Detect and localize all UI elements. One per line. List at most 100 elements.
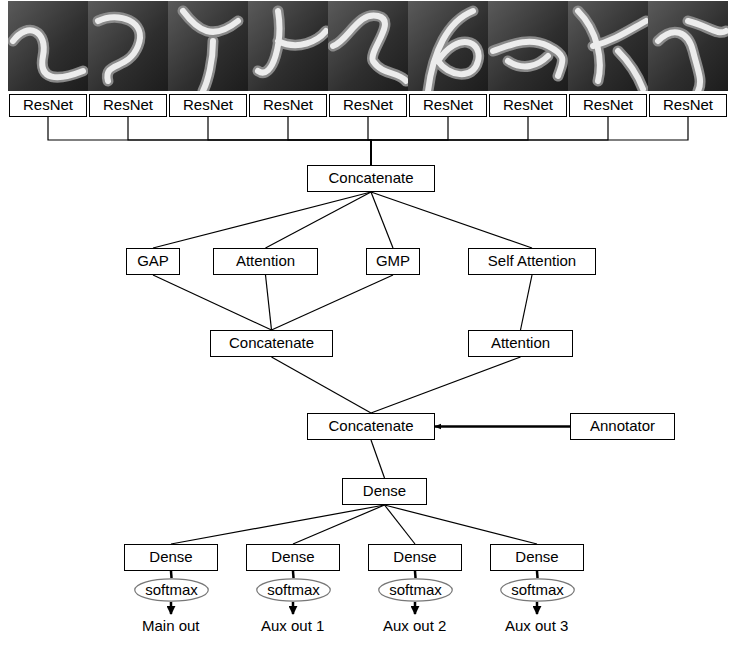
resnet-box: ResNet: [169, 94, 247, 117]
connector: [371, 117, 448, 165]
pool-box: GAP: [126, 248, 180, 275]
output-arrow: [536, 602, 539, 614]
node-label: Dense: [393, 549, 436, 566]
dense-box: Dense: [368, 544, 462, 571]
ct-slice: [488, 1, 568, 91]
resnet-box: ResNet: [9, 94, 87, 117]
connector: [171, 505, 385, 544]
node-label: Concatenate: [328, 418, 413, 435]
ct-slice: [168, 1, 248, 91]
connector: [208, 117, 371, 165]
node-label: ResNet: [423, 97, 473, 114]
connector: [385, 505, 416, 544]
resnet-box: ResNet: [489, 94, 567, 117]
output-label: Aux out 2: [383, 618, 446, 635]
connector: [371, 357, 521, 413]
ct-slice: [8, 1, 88, 91]
node-label: ResNet: [503, 97, 553, 114]
ct-slice: [568, 1, 648, 91]
node-label: ResNet: [583, 97, 633, 114]
node-label: ResNet: [663, 97, 713, 114]
connector: [371, 440, 385, 478]
pool-box: GMP: [366, 248, 420, 275]
concat-box: Concatenate: [210, 330, 333, 357]
connector: [292, 571, 295, 578]
node-label: ResNet: [23, 97, 73, 114]
connector: [371, 192, 532, 248]
output-label: Aux out 3: [505, 618, 568, 635]
connector: [48, 117, 371, 165]
connector: [128, 117, 371, 165]
ct-thumbnails: [0, 0, 737, 92]
connector: [414, 571, 417, 578]
softmax-ellipse: softmax: [500, 578, 575, 602]
output-label: Main out: [142, 618, 200, 635]
ct-slice: [88, 1, 168, 91]
node-label: Dense: [515, 549, 558, 566]
connector: [385, 505, 538, 544]
dense-box: Dense: [342, 478, 427, 505]
output-arrow: [170, 602, 173, 614]
resnet-box: ResNet: [89, 94, 167, 117]
node-label: Self Attention: [488, 253, 576, 270]
node-label: ResNet: [343, 97, 393, 114]
ct-slice: [328, 1, 408, 91]
resnet-box: ResNet: [329, 94, 407, 117]
connector: [153, 192, 371, 248]
output-arrow: [292, 602, 295, 614]
node-label: ResNet: [263, 97, 313, 114]
connector: [371, 192, 393, 248]
resnet-box: ResNet: [649, 94, 727, 117]
connector: [435, 425, 570, 428]
ct-slice: [408, 1, 488, 91]
resnet-box: ResNet: [409, 94, 487, 117]
softmax-ellipse: softmax: [378, 578, 453, 602]
ct-slice: [248, 1, 328, 91]
node-label: Concatenate: [229, 335, 314, 352]
dense-box: Dense: [246, 544, 340, 571]
connector: [371, 117, 528, 165]
attention-box: Self Attention: [468, 248, 596, 275]
concat-box: Concatenate: [307, 165, 435, 192]
connector: [293, 505, 385, 544]
connector: [536, 571, 539, 578]
connector: [371, 117, 688, 165]
node-label: Dense: [271, 549, 314, 566]
node-label: ResNet: [103, 97, 153, 114]
softmax-ellipse: softmax: [134, 578, 209, 602]
node-label: ResNet: [183, 97, 233, 114]
concat-box: Concatenate: [307, 413, 435, 440]
connector: [153, 275, 272, 330]
node-label: GMP: [376, 253, 410, 270]
resnet-box: ResNet: [569, 94, 647, 117]
node-label: Dense: [363, 483, 406, 500]
node-label: Attention: [491, 335, 550, 352]
connector: [266, 275, 272, 330]
connector: [272, 275, 394, 330]
dense-box: Dense: [490, 544, 584, 571]
attention-box: Attention: [468, 330, 573, 357]
output-label: Aux out 1: [261, 618, 324, 635]
ct-slice: [648, 1, 728, 91]
connector: [288, 117, 371, 165]
connector: [371, 117, 608, 165]
softmax-ellipse: softmax: [256, 578, 331, 602]
node-label: Attention: [236, 253, 295, 270]
node-label: softmax: [145, 582, 198, 599]
node-label: Concatenate: [328, 170, 413, 187]
node-label: Annotator: [590, 418, 655, 435]
attention-box: Attention: [213, 248, 318, 275]
connector: [170, 571, 173, 578]
input-box: Annotator: [570, 413, 675, 440]
node-label: Dense: [149, 549, 192, 566]
output-arrow: [414, 602, 417, 614]
node-label: GAP: [137, 253, 169, 270]
dense-box: Dense: [124, 544, 218, 571]
connector: [272, 357, 372, 413]
resnet-box: ResNet: [249, 94, 327, 117]
node-label: softmax: [511, 582, 564, 599]
connector: [266, 192, 372, 248]
connector: [521, 275, 533, 330]
node-label: softmax: [389, 582, 442, 599]
